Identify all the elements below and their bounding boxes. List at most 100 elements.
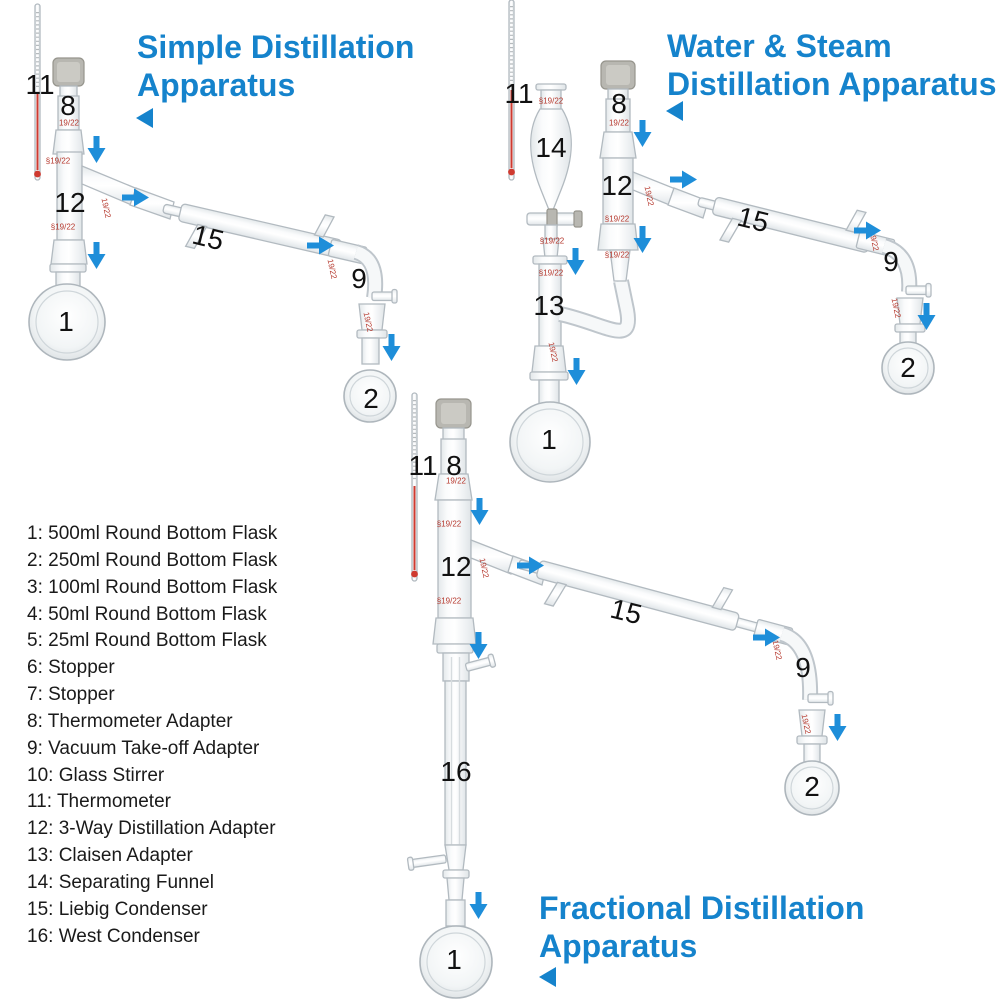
three-way-adapter bbox=[597, 157, 709, 282]
round-bottom-flask-500ml bbox=[419, 899, 493, 999]
down-arrow-icon bbox=[469, 632, 488, 659]
label-ws-three-way: 12 bbox=[601, 170, 633, 201]
joint-size-label: §19/22 bbox=[538, 268, 564, 278]
title-water-steam: Water & Steam Distillation Apparatus bbox=[667, 27, 997, 103]
label-fr-three-way: 12 bbox=[440, 551, 472, 582]
title-simple-line1: Simple Distillation bbox=[137, 29, 415, 65]
right-arrow-icon bbox=[753, 628, 780, 647]
legend-item: 7: Stopper bbox=[27, 684, 115, 706]
label-simple-vacuum: 9 bbox=[351, 263, 367, 294]
label-ws-sep-funnel: 14 bbox=[535, 132, 567, 163]
vacuum-takeoff-adapter bbox=[753, 619, 834, 745]
joint-size-label: §19/22 bbox=[539, 236, 565, 246]
round-bottom-flask-250ml bbox=[343, 337, 397, 423]
label-fr-receive-flask: 2 bbox=[804, 771, 820, 802]
right-arrow-icon bbox=[670, 170, 697, 189]
title-fractional-line1: Fractional Distillation bbox=[539, 890, 865, 926]
label-ws-vacuum: 9 bbox=[883, 246, 899, 277]
claisen-adapter bbox=[529, 255, 637, 381]
joint-size-label: §19/22 bbox=[604, 250, 630, 260]
separating-funnel bbox=[526, 83, 583, 259]
joint-size-label: §19/22 bbox=[604, 214, 630, 224]
legend-item: 12: 3-Way Distillation Adapter bbox=[27, 818, 276, 840]
right-arrow-icon bbox=[854, 221, 881, 240]
label-simple-boil-flask: 1 bbox=[58, 306, 74, 337]
down-arrow-icon bbox=[87, 136, 106, 163]
label-simple-thermo-adapter: 8 bbox=[60, 90, 76, 121]
label-ws-receive-flask: 2 bbox=[900, 352, 916, 383]
right-arrow-icon bbox=[307, 236, 334, 255]
joint-size-label: §19/22 bbox=[436, 519, 462, 529]
down-arrow-icon bbox=[87, 242, 106, 269]
joint-size-label: §19/22 bbox=[50, 222, 76, 232]
legend-item: 10: Glass Stirrer bbox=[27, 764, 165, 786]
legend-item: 6: Stopper bbox=[27, 657, 115, 679]
vacuum-takeoff-adapter bbox=[327, 239, 398, 339]
right-arrow-icon bbox=[517, 556, 544, 575]
label-ws-thermo-adapter: 8 bbox=[611, 88, 627, 119]
down-arrow-icon bbox=[566, 248, 585, 275]
joint-size-label: §19/22 bbox=[436, 596, 462, 606]
legend-item: 16: West Condenser bbox=[27, 925, 200, 947]
thermometer bbox=[34, 3, 41, 181]
down-arrow-icon bbox=[633, 226, 652, 253]
legend-item: 1: 500ml Round Bottom Flask bbox=[27, 523, 278, 544]
legend-item: 9: Vacuum Take-off Adapter bbox=[27, 737, 260, 759]
legend-item: 3: 100ml Round Bottom Flask bbox=[27, 576, 278, 598]
label-simple-receive-flask: 2 bbox=[363, 383, 379, 414]
label-simple-thermometer: 11 bbox=[25, 69, 55, 100]
down-arrow-icon bbox=[567, 358, 586, 385]
joint-size-label: §19/22 bbox=[45, 156, 71, 166]
down-arrow-icon bbox=[633, 120, 652, 147]
left-arrow-icon bbox=[666, 101, 683, 121]
label-fr-vacuum: 9 bbox=[795, 652, 811, 683]
title-water-steam-line2: Distillation Apparatus bbox=[667, 66, 997, 102]
legend-item: 2: 250ml Round Bottom Flask bbox=[27, 549, 278, 571]
left-arrow-icon bbox=[136, 108, 153, 128]
joint-size-label: 19/22 bbox=[608, 118, 630, 128]
parts-legend: 1: 500ml Round Bottom Flask 2: 250ml Rou… bbox=[27, 521, 277, 951]
thermometer-adapter bbox=[52, 57, 85, 155]
legend-item: 11: Thermometer bbox=[27, 791, 171, 813]
title-fractional-line2: Apparatus bbox=[539, 928, 698, 964]
round-bottom-flask-500ml bbox=[28, 263, 106, 361]
label-simple-three-way: 12 bbox=[54, 187, 86, 218]
label-ws-claisen: 13 bbox=[533, 290, 565, 321]
down-arrow-icon bbox=[917, 303, 936, 330]
round-bottom-flask-250ml bbox=[784, 743, 840, 816]
west-condenser bbox=[406, 643, 497, 901]
down-arrow-icon bbox=[382, 334, 401, 361]
liebig-condenser bbox=[517, 559, 770, 635]
joint-size-label: 19/22 bbox=[58, 118, 80, 128]
label-ws-thermometer: 11 bbox=[504, 78, 534, 109]
thermometer-adapter bbox=[434, 398, 473, 501]
label-fr-thermo-adapter: 8 bbox=[446, 450, 462, 481]
label-fr-boil-flask: 1 bbox=[446, 944, 462, 975]
title-water-steam-line1: Water & Steam bbox=[667, 28, 892, 64]
round-bottom-flask-500ml bbox=[509, 379, 591, 483]
thermometer bbox=[508, 0, 515, 181]
legend-item: 15: Liebig Condenser bbox=[27, 898, 208, 920]
title-simple-line2: Apparatus bbox=[137, 67, 296, 103]
down-arrow-icon bbox=[828, 714, 847, 741]
down-arrow-icon bbox=[470, 498, 489, 525]
label-fr-thermometer: 11 bbox=[408, 450, 438, 481]
right-arrow-icon bbox=[122, 188, 149, 207]
label-fr-west-condenser: 16 bbox=[440, 756, 472, 787]
legend-item: 5: 25ml Round Bottom Flask bbox=[27, 630, 267, 652]
title-simple: Simple Distillation Apparatus bbox=[137, 28, 414, 104]
legend-item: 4: 50ml Round Bottom Flask bbox=[27, 603, 267, 625]
down-arrow-icon bbox=[469, 892, 488, 919]
left-arrow-icon bbox=[539, 967, 556, 987]
joint-size-label: 19/22 bbox=[445, 476, 467, 486]
legend-item: 13: Claisen Adapter bbox=[27, 845, 193, 867]
thermometer-adapter bbox=[599, 60, 637, 159]
fractional-apparatus-diagram bbox=[406, 392, 840, 999]
label-ws-boil-flask: 1 bbox=[541, 424, 557, 455]
simple-apparatus-diagram bbox=[28, 3, 398, 423]
round-bottom-flask-250ml bbox=[881, 331, 935, 395]
title-fractional: Fractional Distillation Apparatus bbox=[539, 889, 864, 965]
thermometer bbox=[411, 392, 418, 582]
